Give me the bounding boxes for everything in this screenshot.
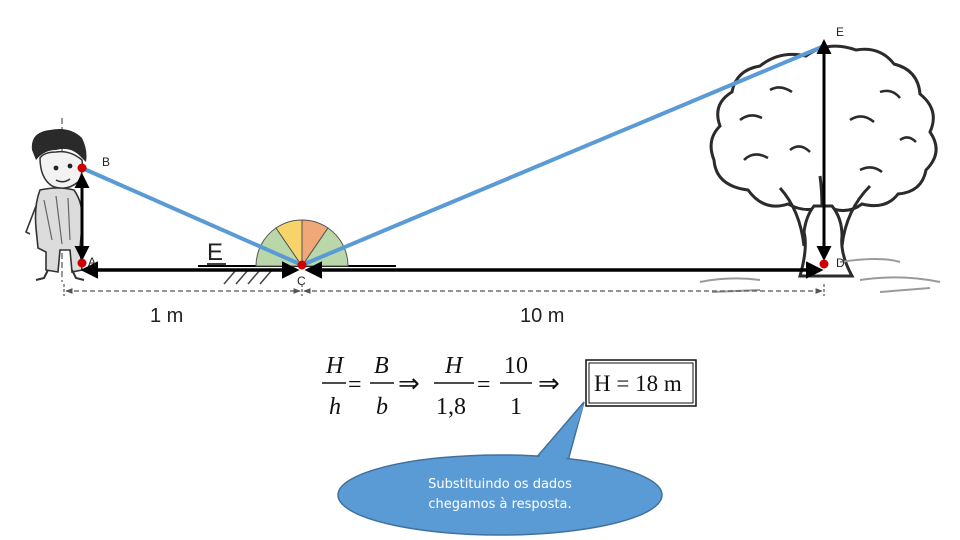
point-c: C [297, 260, 307, 288]
dimension-left: 1 m [63, 284, 303, 327]
callout-line-1: Substituindo os dados [428, 477, 572, 492]
point-e-label: E [836, 25, 844, 39]
distance-right-label: 10 m [520, 305, 564, 327]
dimension-right: 10 m [303, 284, 825, 327]
ray-c-e [301, 44, 825, 267]
point-a: A [77, 255, 96, 269]
point-d-label: D [836, 256, 845, 270]
person-illustration [24, 118, 87, 282]
callout-bubble: Substituindo os dados chegamos à respost… [337, 401, 663, 536]
fraction-3-denominator: 1,8 [436, 394, 466, 420]
point-b-label: B [102, 155, 110, 169]
callout-line-2: chegamos à resposta. [428, 497, 571, 512]
ray-b-c [81, 166, 303, 267]
fraction-1-denominator: h [329, 394, 341, 420]
result-text: H = 18 m [594, 371, 682, 396]
equation: H h = B b ⇒ H 1,8 = 10 1 ⇒ H = 18 m [322, 353, 697, 420]
implies-arrow-2: ⇒ [538, 369, 560, 398]
fraction-2-denominator: b [376, 394, 388, 420]
equals-sign-2: = [477, 372, 491, 398]
equals-sign-1: = [348, 372, 362, 398]
distance-left-label: 1 m [150, 305, 183, 327]
point-e: E [836, 25, 844, 39]
light-rays [81, 44, 825, 267]
point-c-label: C [297, 274, 306, 288]
fraction-4-denominator: 1 [510, 394, 522, 420]
fraction-1-numerator: H [325, 353, 345, 379]
point-d: D [819, 256, 845, 270]
point-b: B [77, 155, 110, 173]
fraction-2-numerator: B [374, 353, 389, 379]
result-box [585, 359, 697, 407]
mirror-label: E [207, 239, 223, 266]
fraction-4-numerator: 10 [504, 353, 528, 379]
protractor [255, 219, 349, 268]
fraction-3-numerator: H [444, 353, 464, 379]
implies-arrow-1: ⇒ [398, 369, 420, 398]
point-a-label: A [88, 255, 96, 269]
